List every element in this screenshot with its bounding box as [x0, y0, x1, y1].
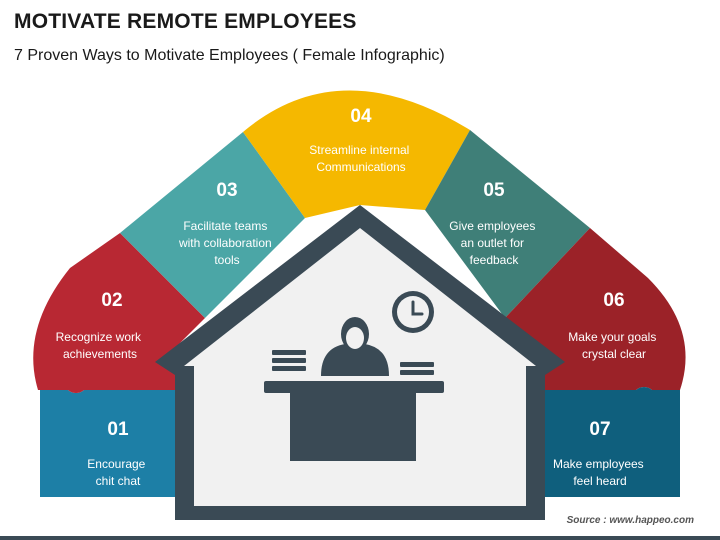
step-07-piece	[545, 386, 680, 497]
footer-bar	[0, 536, 720, 540]
step-01-piece	[40, 390, 175, 497]
page-title: MOTIVATE REMOTE EMPLOYEES	[14, 10, 357, 33]
step-01-number: 01	[107, 419, 129, 440]
step-03-piece	[120, 132, 305, 318]
step-07-number: 07	[589, 419, 610, 440]
step-03-number: 03	[216, 180, 237, 201]
step-03-label: Facilitate teams with collaboration tool…	[178, 219, 275, 267]
step-02-number: 02	[101, 290, 122, 311]
woman-at-desk-icon	[264, 317, 444, 461]
step-05-number: 05	[483, 180, 505, 201]
step-05-label: Give employees an outlet for feedback	[449, 219, 538, 267]
step-06-piece	[505, 228, 686, 390]
step-01-label: Encourage chit chat	[87, 457, 148, 488]
step-05-piece	[425, 130, 590, 318]
step-06-number: 06	[603, 290, 624, 311]
step-04-label: Streamline internal Communications	[309, 143, 412, 174]
step-02-piece	[33, 233, 206, 394]
step-07-label: Make employees feel heard	[553, 457, 647, 488]
clock-icon	[392, 291, 434, 333]
page-subtitle: 7 Proven Ways to Motivate Employees ( Fe…	[14, 47, 445, 64]
step-04-number: 04	[350, 106, 372, 127]
source-credit: Source : www.happeo.com	[566, 515, 694, 526]
step-04-piece	[243, 90, 470, 218]
step-02-label: Recognize work achievements	[56, 330, 145, 361]
step-06-label: Make your goals crystal clear	[568, 330, 659, 361]
